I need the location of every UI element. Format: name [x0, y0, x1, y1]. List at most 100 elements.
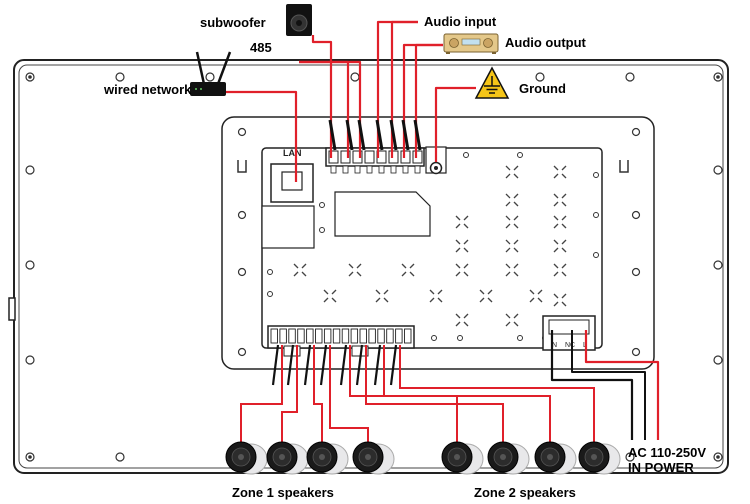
speaker-wire-black: [286, 344, 295, 386]
router-icon: [190, 51, 232, 96]
terminal-slot: [340, 150, 351, 164]
terminal-slot: [341, 328, 350, 344]
ceiling-speaker: [578, 441, 621, 475]
ceiling-speaker: [534, 441, 577, 475]
ceiling-speaker: [266, 441, 309, 475]
speaker-wire-red: [329, 345, 369, 442]
vent-slot: [561, 201, 567, 207]
vent-cluster: [323, 289, 337, 303]
speaker-wire-red: [383, 345, 551, 442]
speaker-wire-red: [240, 345, 283, 442]
vent-slot: [463, 215, 469, 221]
power-mark-n: N: [552, 342, 557, 349]
terminal-slot: [297, 328, 305, 344]
vent-slot: [455, 247, 461, 253]
vent-slot: [505, 321, 511, 327]
vent-slot: [505, 271, 511, 277]
speaker-wire-black: [303, 344, 312, 386]
terminal-slot: [377, 328, 385, 344]
vent-cluster: [553, 263, 567, 277]
vent-slot: [463, 239, 469, 245]
terminal-slot: [350, 328, 359, 344]
lan-cable: [226, 90, 298, 182]
vent-cluster: [455, 263, 469, 277]
lan-port-label: LAN: [283, 148, 302, 158]
terminal-slot: [315, 328, 323, 344]
vent-slot: [561, 293, 567, 299]
subwoofer-icon: [286, 4, 312, 36]
vent-slot: [561, 239, 567, 245]
vent-cluster: [375, 289, 389, 303]
vent-slot: [553, 271, 559, 277]
vent-slot: [356, 263, 362, 269]
power-cable-neutral: [550, 330, 634, 440]
speaker-wire-black: [319, 344, 328, 386]
vent-slot: [553, 293, 559, 299]
vent-cluster: [505, 263, 519, 277]
vent-slot: [529, 297, 535, 303]
vent-slot: [455, 321, 461, 327]
top-terminals: [328, 150, 423, 174]
chip-module: [261, 205, 315, 249]
speaker-wire-black: [373, 344, 382, 386]
vent-cluster: [553, 165, 567, 179]
vent-slot: [383, 297, 389, 303]
vent-slot: [331, 297, 337, 303]
speaker-wire-red: [281, 345, 298, 442]
speaker-dustcap: [319, 454, 325, 460]
vent-slot: [553, 201, 559, 207]
vent-slot: [375, 289, 381, 295]
vent-cluster: [505, 215, 519, 229]
terminal-screw: [354, 165, 361, 174]
vent-slot: [553, 173, 559, 179]
vent-cluster: [553, 215, 567, 229]
vent-slot: [513, 193, 519, 199]
terminal-slot: [395, 328, 403, 344]
terminal-screw: [330, 165, 337, 174]
vent-slot: [409, 271, 415, 277]
power-wires: [550, 330, 660, 440]
terminal-slot: [332, 328, 341, 344]
terminal-slot: [352, 150, 363, 164]
vent-cluster: [293, 263, 307, 277]
ceiling-speaker: [487, 441, 530, 475]
mounting-hooks: [237, 160, 629, 173]
vent-slot: [561, 271, 567, 277]
vent-slot: [513, 247, 519, 253]
vent-slot: [463, 223, 469, 229]
vent-slot: [513, 313, 519, 319]
ceiling-speaker: [441, 441, 484, 475]
wired-network-label: wired network: [104, 82, 192, 97]
speaker-wire-red: [365, 345, 504, 442]
vent-slot: [505, 165, 511, 171]
panel-screws: [25, 72, 723, 462]
speaker-dustcap: [547, 454, 553, 460]
speaker-wire-black: [389, 344, 398, 386]
vent-slot: [505, 313, 511, 319]
ground-warning-icon: [474, 66, 510, 99]
vent-cluster: [553, 239, 567, 253]
vent-slot: [293, 263, 299, 269]
vent-slot: [553, 223, 559, 229]
vent-cluster: [529, 289, 543, 303]
vent-cluster: [505, 165, 519, 179]
vent-slot: [513, 271, 519, 277]
vent-slot: [513, 223, 519, 229]
terminal-slot: [279, 328, 287, 344]
subwoofer-label: subwoofer: [200, 15, 266, 30]
vent-slot: [553, 193, 559, 199]
vent-slot: [513, 215, 519, 221]
vent-slot: [505, 173, 511, 179]
vent-slot: [561, 215, 567, 221]
vent-slot: [479, 289, 485, 295]
vent-slot: [301, 263, 307, 269]
vent-slot: [505, 263, 511, 269]
speaker-wire-black: [271, 344, 280, 386]
vent-cluster: [401, 263, 415, 277]
top-wire-sleeves: [328, 119, 422, 151]
lan-socket: [281, 171, 303, 191]
vent-slot: [513, 173, 519, 179]
vent-slot: [505, 239, 511, 245]
vent-slot: [437, 297, 443, 303]
speaker-dustcap: [500, 454, 506, 460]
